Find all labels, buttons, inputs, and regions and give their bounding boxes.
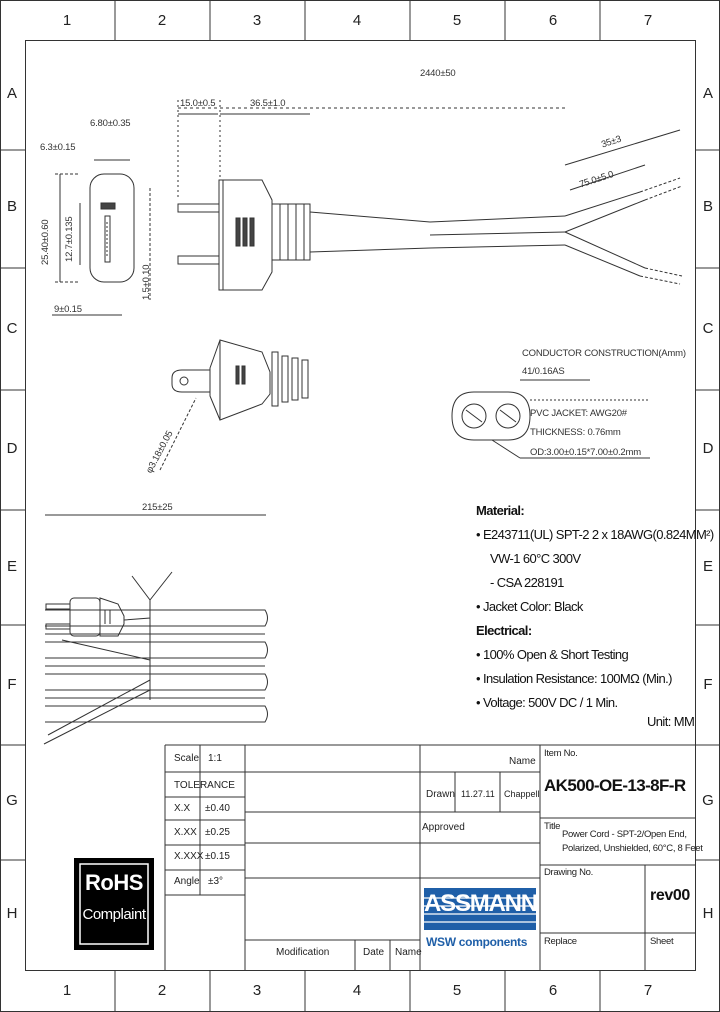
- zone-col-2-bottom: 2: [157, 982, 167, 999]
- tolerance-label: TOLERANCE: [174, 780, 235, 791]
- plug-side-view: [177, 100, 683, 291]
- material-item-3: - CSA 228191: [490, 575, 564, 590]
- dim-coil-length: 215±25: [142, 502, 173, 513]
- material-item-2: VW-1 60°C 300V: [490, 551, 581, 566]
- zone-row-g: G: [6, 792, 18, 809]
- tol-val-4: ±3°: [208, 876, 224, 887]
- rohs-subtitle: Complaint: [82, 906, 146, 923]
- zone-row-f-right: F: [703, 676, 713, 693]
- tol-key-4: Angle: [174, 876, 200, 887]
- conductor-line2: PVC JACKET: AWG20#: [530, 408, 627, 419]
- dim-blade-thick: 1.5±0.10: [141, 264, 152, 300]
- material-heading: Material:: [476, 503, 525, 518]
- material-bullet-1: • E243711(UL) SPT-2 2 x 18AWG(0.824MM²): [476, 527, 714, 542]
- approved-label: Approved: [422, 822, 465, 833]
- tol-key-2: X.XX: [174, 827, 197, 838]
- zone-row-f: F: [7, 676, 17, 693]
- scale-value: 1:1: [208, 753, 222, 764]
- zone-col-7: 7: [643, 12, 653, 29]
- zone-col-5: 5: [452, 12, 462, 29]
- zone-row-a: A: [6, 85, 17, 102]
- rohs-badge-bg: [74, 858, 154, 950]
- dim-slot-height: 12.7±0.135: [64, 216, 75, 262]
- zone-col-6-bottom: 6: [548, 982, 558, 999]
- zone-row-d: D: [6, 440, 18, 457]
- electrical-bullet-1: • 100% Open & Short Testing: [476, 647, 629, 662]
- zone-row-d-right: D: [702, 440, 714, 457]
- zone-col-5-bottom: 5: [452, 982, 462, 999]
- electrical-bullet-2: • Insulation Resistance: 100MΩ (Min.): [476, 671, 672, 686]
- zone-col-2: 2: [157, 12, 167, 29]
- dim-pin-spacing: 6.3±0.15: [40, 142, 76, 153]
- name2-label: Name: [395, 947, 422, 958]
- tol-val-3: ±0.15: [205, 851, 230, 862]
- title-line-2: Polarized, Unshielded, 60°C, 8 Feet: [562, 843, 703, 854]
- zone-col-3: 3: [252, 12, 262, 29]
- rohs-title: RoHS: [85, 870, 143, 895]
- zone-col-1: 1: [62, 12, 72, 29]
- zone-row-b: B: [6, 198, 17, 215]
- dim-face-width: 9±0.15: [54, 304, 82, 315]
- dim-body-length: 36.5±1.0: [250, 98, 286, 109]
- zone-col-4: 4: [352, 12, 362, 29]
- drawn-name: Chappell: [504, 789, 540, 799]
- title-line-1: Power Cord - SPT-2/Open End,: [562, 829, 687, 840]
- modification-label: Modification: [276, 947, 330, 958]
- name-label: Name: [509, 756, 536, 767]
- title-block-grid: [164, 744, 695, 971]
- tol-key-1: X.X: [174, 803, 191, 814]
- zone-row-e: E: [6, 558, 17, 575]
- conductor-line4: OD:3.00±0.15*7.00±0.2mm: [530, 447, 641, 458]
- zone-row-g-right: G: [702, 792, 714, 809]
- zone-row-c: C: [6, 320, 18, 337]
- title-label: Title: [544, 821, 561, 832]
- item-number: AK500-OE-13-8F-R: [544, 776, 686, 795]
- zone-row-c-right: C: [702, 320, 714, 337]
- dim-face-height: 25.40±0.60: [40, 219, 51, 265]
- zone-col-1-bottom: 1: [62, 982, 72, 999]
- coiled-cord: [43, 571, 268, 745]
- electrical-bullet-3: • Voltage: 500V DC / 1 Min.: [476, 695, 618, 710]
- plug-iso-view: [45, 339, 309, 516]
- zone-col-3-bottom: 3: [252, 982, 262, 999]
- drawn-date: 11.27.11: [461, 789, 495, 799]
- zone-col-6: 6: [548, 12, 558, 29]
- brand-logo-bg: [424, 888, 536, 930]
- zone-row-h-right: H: [702, 905, 714, 922]
- material-bullet-4: • Jacket Color: Black: [476, 599, 583, 614]
- drawn-label: Drawn: [426, 789, 455, 800]
- tol-val-2: ±0.25: [205, 827, 230, 838]
- electrical-heading: Electrical:: [476, 623, 532, 638]
- sheet-label: Sheet: [650, 936, 674, 947]
- zone-col-7-bottom: 7: [643, 982, 653, 999]
- revision: rev00: [650, 887, 690, 904]
- scale-label: Scale: [174, 753, 200, 764]
- zone-row-e-right: E: [702, 558, 713, 575]
- drawing-no-label: Drawing No.: [544, 867, 593, 878]
- dim-pin-width: 6.80±0.35: [90, 118, 131, 129]
- brand-name: ASSMANN: [424, 890, 538, 917]
- zone-row-h: H: [6, 905, 18, 922]
- zone-col-4-bottom: 4: [352, 982, 362, 999]
- plug-face-view: [52, 159, 151, 316]
- tol-val-1: ±0.40: [205, 803, 230, 814]
- replace-label: Replace: [544, 936, 577, 947]
- conductor-heading: CONDUCTOR CONSTRUCTION(Amm): [522, 348, 686, 359]
- zone-row-b-right: B: [702, 198, 713, 215]
- unit-label: Unit: MM: [647, 714, 695, 729]
- tol-key-3: X.XXX: [174, 851, 204, 862]
- dim-overall-length: 2440±50: [420, 68, 456, 79]
- zone-row-a-right: A: [702, 85, 713, 102]
- date-label: Date: [363, 947, 385, 958]
- conductor-line1: 41/0.16AS: [522, 366, 565, 377]
- dim-pin-to-body: 15.0±0.5: [180, 98, 216, 109]
- conductor-line3: THICKNESS: 0.76mm: [530, 427, 621, 438]
- cable-cross-section: [451, 379, 650, 459]
- item-no-label: Item No.: [544, 748, 578, 759]
- brand-subtitle: WSW components: [426, 935, 528, 949]
